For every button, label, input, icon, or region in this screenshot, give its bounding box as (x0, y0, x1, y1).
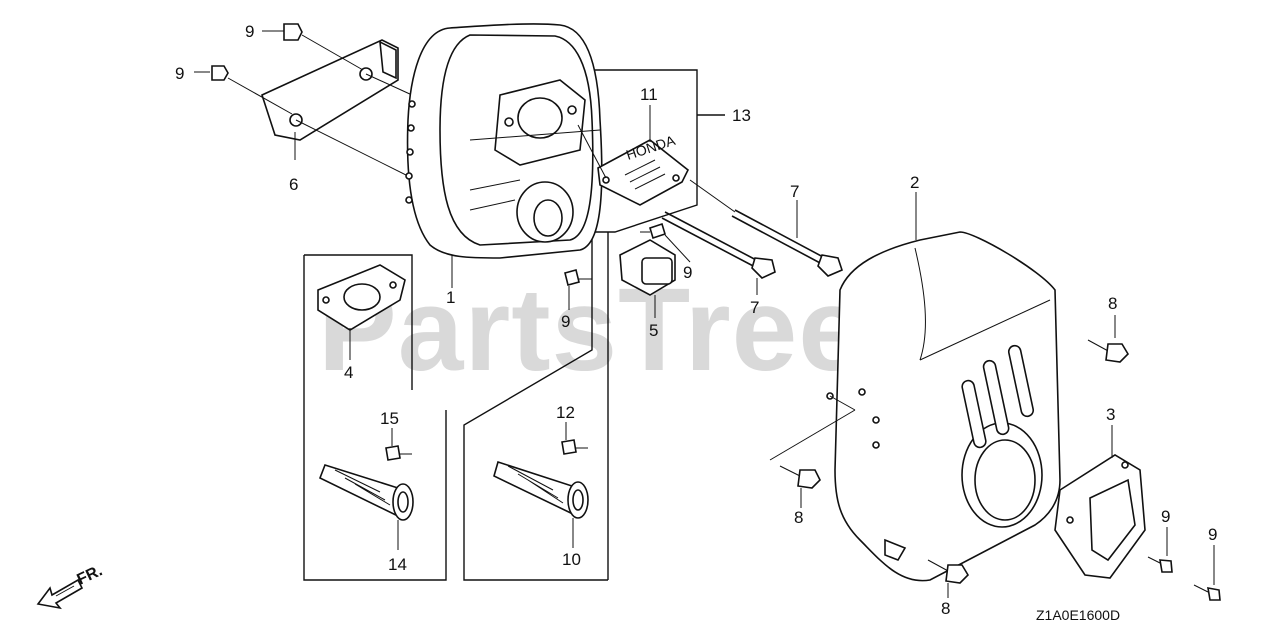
long-bolt-7-upper[interactable] (689, 179, 843, 277)
callout-8: 8 (941, 599, 950, 618)
callout-3: 3 (1106, 405, 1115, 424)
long-bolt-7-lower[interactable] (661, 211, 776, 295)
front-direction-label: FR. (75, 562, 106, 588)
bolt-8-lower-left[interactable] (779, 465, 821, 508)
callout-8: 8 (794, 508, 803, 527)
callout-9: 9 (245, 22, 254, 41)
callout-4: 4 (344, 363, 353, 382)
bolt-9-top[interactable] (262, 23, 364, 71)
callout-9: 9 (1208, 525, 1217, 544)
bolt-8-right[interactable] (1087, 315, 1130, 363)
callout-1: 1 (446, 288, 455, 307)
screw-9-arrester[interactable] (640, 222, 691, 263)
spark-arrester-part-10[interactable] (493, 460, 589, 548)
bolt-9-left[interactable] (194, 65, 293, 115)
screw-9-deflector-a[interactable] (1147, 527, 1173, 573)
callout-5: 5 (649, 321, 658, 340)
arrester-cap-part-5[interactable] (619, 239, 676, 318)
muffler-part-1[interactable] (405, 23, 603, 288)
protector-cover-part-2[interactable] (769, 192, 1061, 582)
callout-6: 6 (289, 175, 298, 194)
callout-12: 12 (556, 403, 575, 422)
callout-9: 9 (1161, 507, 1170, 526)
screw-part-12[interactable] (561, 422, 588, 455)
deflector-part-3[interactable] (1054, 425, 1146, 579)
callout-14: 14 (388, 555, 407, 574)
screw-9-middle[interactable] (564, 269, 592, 310)
callout-15: 15 (380, 409, 399, 428)
callout-2: 2 (910, 173, 919, 192)
bolt-8-bottom[interactable] (927, 559, 970, 598)
gasket-part-4[interactable] (317, 264, 406, 360)
callout-10: 10 (562, 550, 581, 569)
spark-arrester-part-14[interactable] (318, 464, 414, 550)
callout-7: 7 (790, 182, 799, 201)
callout-13: 13 (732, 106, 751, 125)
screw-part-15[interactable] (385, 428, 412, 461)
callout-7: 7 (750, 298, 759, 317)
watermark-text: PartsTree (318, 264, 865, 396)
callout-9: 9 (561, 312, 570, 331)
callout-11: 11 (640, 85, 658, 104)
bracket-part-6[interactable] (261, 39, 413, 179)
protector-plate-part-11[interactable]: HONDA (577, 105, 690, 206)
callout-9: 9 (683, 263, 692, 282)
callout-8: 8 (1108, 294, 1117, 313)
callout-9: 9 (175, 64, 184, 83)
screw-9-deflector-b[interactable] (1193, 545, 1221, 601)
diagram-code: Z1A0E1600D (1036, 607, 1120, 623)
front-direction-arrow-icon (36, 578, 84, 610)
